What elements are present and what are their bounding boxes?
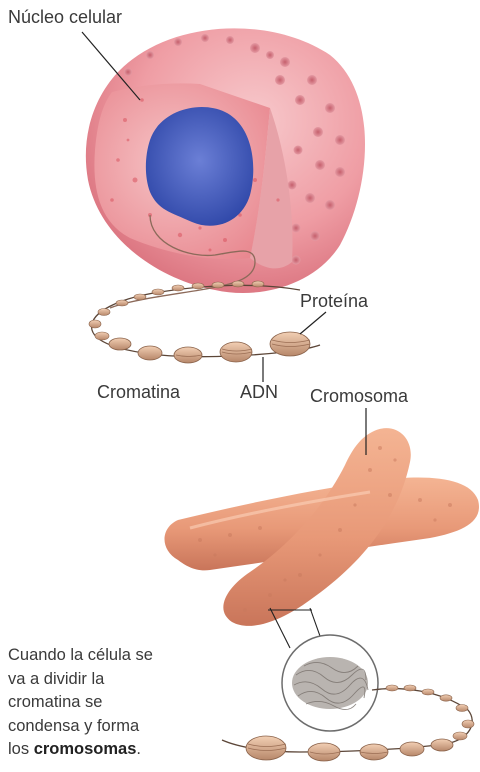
chromosome-label: Cromosoma [310,387,408,405]
nucleus-label: Núcleo celular [8,8,122,26]
chromatin-loop [89,281,320,363]
caption-line-5-prefix: los [8,740,34,758]
protein-label: Proteína [300,292,368,310]
caption-line-5-suffix: . [136,740,141,758]
dna-label: ADN [240,383,278,401]
caption-line-5: los cromosomas. [8,738,218,762]
magnified-large-beads [246,736,453,761]
caption-bold-word: cromosomas [34,740,137,758]
nucleus-sphere [86,28,365,308]
chromatin-label: Cromatina [97,383,180,401]
protein-pointer [300,312,326,334]
chromosome [165,428,479,626]
magnified-small-beads [386,685,474,740]
caption-line-4: condensa y forma [8,715,218,739]
caption-line-2: va a dividir la [8,668,218,692]
large-nucleosomes [109,332,310,363]
magnifier-circle [282,635,378,731]
caption-text: Cuando la célula se va a dividir la crom… [8,644,218,762]
caption-line-1: Cuando la célula se [8,644,218,668]
caption-line-3: cromatina se [8,691,218,715]
